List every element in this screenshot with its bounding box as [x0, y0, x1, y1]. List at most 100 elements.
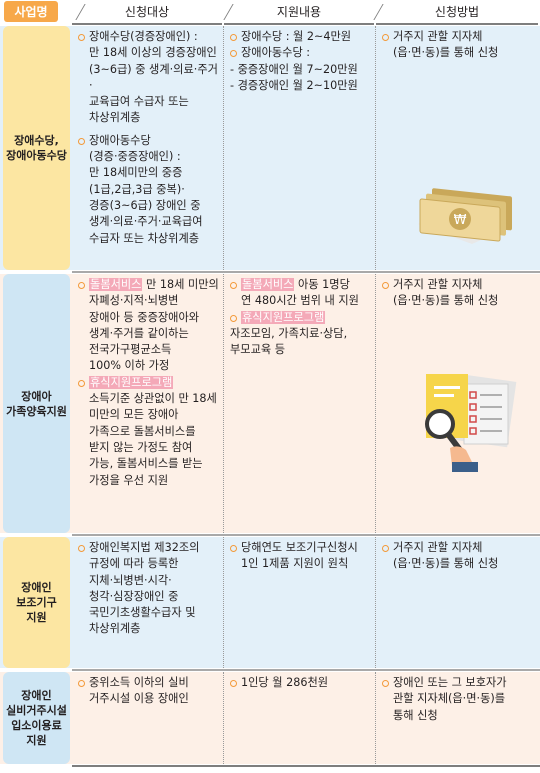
text-line: 장애아동수당	[89, 133, 151, 147]
text-line: 전국가구평균소득	[89, 343, 172, 357]
list-item: 당해연도 보조기구신청시 1인 1제품 지원이 원칙	[230, 540, 371, 573]
bullet-icon	[230, 545, 237, 552]
text-line: (읍·면·동)를 통해 신청	[393, 294, 499, 308]
checklist-magnifier-icon	[425, 374, 517, 472]
text-line: 청각·심장장애인 중	[89, 589, 179, 603]
bullet-icon	[230, 314, 237, 322]
text-line: 거주지 관할 지자체	[393, 30, 483, 43]
table-row-disability-allowance: 장애수당, 장애아동수당 장애수당(경증장애인) : 만 18세 이상의 경증장애인…	[0, 26, 540, 270]
svg-text:₩: ₩	[454, 213, 467, 228]
bullet-icon	[78, 545, 85, 552]
text-line: 수급자 또는 차상위계층	[89, 231, 200, 245]
text-line: 거주지 관할 지자체	[393, 541, 483, 554]
text-line: - 경증장애인 월 2~10만원	[230, 78, 358, 92]
text-line: 부모교육 등	[230, 343, 286, 357]
text-line: 가족으로 돌봄서비스를	[89, 424, 196, 438]
text-line: 규정에 따라 등록한	[89, 557, 179, 571]
text-line: 1인당 월 286천원	[241, 676, 329, 689]
text-line: 장애수당(경증장애인) :	[89, 30, 198, 43]
text-line: 장애인복지법 제32조의	[89, 541, 200, 554]
list-item: 거주지 관할 지자체(읍·면·동)를 통해 신청	[382, 277, 536, 310]
row-label-line: 장애인	[21, 581, 52, 594]
text-line: 소득기준 상관없이 만 18세	[89, 392, 217, 406]
text-line: 만 18세미만의 중증	[89, 166, 183, 180]
text-line: 차상위계층	[89, 622, 141, 636]
row-label-line: 장애아	[21, 389, 52, 403]
row-label-line: 장애수당,	[14, 134, 59, 147]
header-program-name: 사업명	[4, 1, 58, 22]
money-bills-icon: ₩	[418, 188, 512, 244]
text-line: 차상위계층	[89, 111, 141, 125]
text-line: 가능, 돌봄서비스를 받는	[89, 457, 203, 471]
text-line: 장애아동수당 :	[241, 46, 311, 60]
text-line: 장애아 등 중증장애아와	[89, 310, 200, 324]
text-line: (1급,2급,3급 중복)·	[89, 182, 185, 196]
text-line: 자조모임, 가족치료·상담,	[230, 326, 348, 340]
rest-program-tag: 휴식지원프로그램	[89, 375, 174, 389]
text-line: (경증·중증장애인) :	[89, 150, 181, 164]
list-item: 장애수당 : 월 2~4만원	[230, 29, 371, 45]
text-line: 당해연도 보조기구신청시	[241, 541, 358, 554]
row-label: 장애수당, 장애아동수당	[3, 26, 70, 270]
bullet-icon	[78, 137, 85, 145]
row-label-line: 장애아동수당	[6, 149, 67, 162]
bullet-icon	[382, 34, 389, 41]
header-support: 지원내용	[224, 0, 374, 25]
text-line: 받지 않는 가정도 참여	[89, 440, 193, 454]
text-line: 장애인 또는 그 보호자가	[393, 676, 507, 689]
rest-program-tag: 휴식지원프로그램	[241, 310, 326, 324]
text-line: 만 18세 이상의 경증장애인	[89, 46, 217, 60]
text-line: 통해 신청	[393, 708, 438, 722]
text-line: (3~6급) 중 생계·의료·주거·	[89, 62, 218, 92]
list-item: 1인당 월 286천원	[230, 675, 371, 691]
text-line: 관할 지자체(읍·면·동)를	[393, 692, 506, 706]
text-line: 연 480시간 범위 내 지원	[241, 294, 359, 308]
text-line: 지체·뇌병변·시각·	[89, 573, 172, 587]
row-label-line: 장애인	[21, 689, 52, 702]
list-item: 돌봄서비스 아동 1명당 연 480시간 범위 내 지원	[230, 277, 371, 310]
text-line: 생계·의료·주거·교육급여	[89, 215, 203, 229]
support-cell: 1인당 월 286천원	[224, 672, 375, 764]
text-line: 생계·주거를 같이하는	[89, 326, 189, 340]
support-cell: 당해연도 보조기구신청시 1인 1제품 지원이 원칙	[224, 537, 375, 668]
bullet-icon	[78, 680, 85, 687]
header-eligibility: 신청대상	[72, 0, 222, 25]
text-line: 100% 이하 가정	[89, 359, 170, 373]
bullet-icon	[382, 680, 389, 687]
text-line: 교육급여 수급자 또는	[89, 95, 189, 109]
application-cell: 거주지 관할 지자체(읍·면·동)를 통해 신청	[376, 274, 540, 533]
eligibility-cell: 장애수당(경증장애인) : 만 18세 이상의 경증장애인 (3~6급) 중 생계·…	[72, 26, 223, 270]
bullet-icon	[230, 50, 237, 58]
application-cell: 거주지 관할 지자체(읍·면·동)를 통해 신청	[376, 537, 540, 668]
row-label-line: 지원	[26, 611, 47, 624]
text-line: 1인 1제품 지원이 원칙	[241, 557, 349, 571]
list-item: 장애수당(경증장애인) : 만 18세 이상의 경증장애인 (3~6급) 중 생계·…	[78, 29, 219, 127]
text-line: 만 18세 미만의	[142, 278, 219, 291]
text-line: 거주시설 이용 장애인	[89, 692, 189, 706]
bullet-icon	[78, 379, 85, 387]
text-line: 가정을 우선 지원	[89, 473, 169, 487]
text-line: 아동 1명당	[294, 278, 350, 291]
bullet-icon	[78, 34, 85, 41]
row-label-line: 입소이용료	[11, 719, 62, 732]
text-line: 자폐성·지적·뇌병변	[89, 294, 179, 308]
list-item: 휴식지원프로그램	[230, 310, 371, 326]
row-label-line: 가족양육지원	[6, 404, 67, 418]
row-label-line: 보조기구	[16, 596, 57, 609]
text-line: 국민기초생활수급자 및	[89, 606, 196, 620]
bullet-icon	[230, 680, 237, 687]
text-line: (읍·면·동)를 통해 신청	[393, 46, 499, 60]
text-line: 경증(3~6급) 장애인 중	[89, 198, 201, 212]
